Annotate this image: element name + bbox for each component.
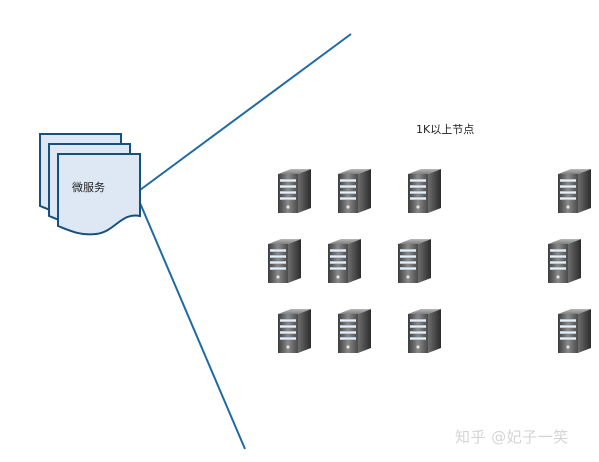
server-icon [408, 309, 441, 353]
server-icon [278, 169, 311, 213]
server-icon [268, 239, 301, 283]
connector-line-lower [139, 202, 246, 450]
server-icon [328, 239, 361, 283]
connector-line-upper [139, 33, 352, 191]
watermark-text: 知乎 @妃子一笑 [455, 428, 569, 446]
microservice-label: 微服务 [72, 181, 105, 194]
server-icon [338, 169, 371, 213]
server-icon [278, 309, 311, 353]
server-icon [558, 169, 591, 213]
server-icon [408, 169, 441, 213]
server-icon [398, 239, 431, 283]
microservice-document-icon [39, 133, 141, 236]
server-cluster [268, 169, 591, 353]
server-icon [548, 239, 581, 283]
server-icon [558, 309, 591, 353]
cluster-label: 1K以上节点 [416, 123, 475, 136]
server-icon [338, 309, 371, 353]
